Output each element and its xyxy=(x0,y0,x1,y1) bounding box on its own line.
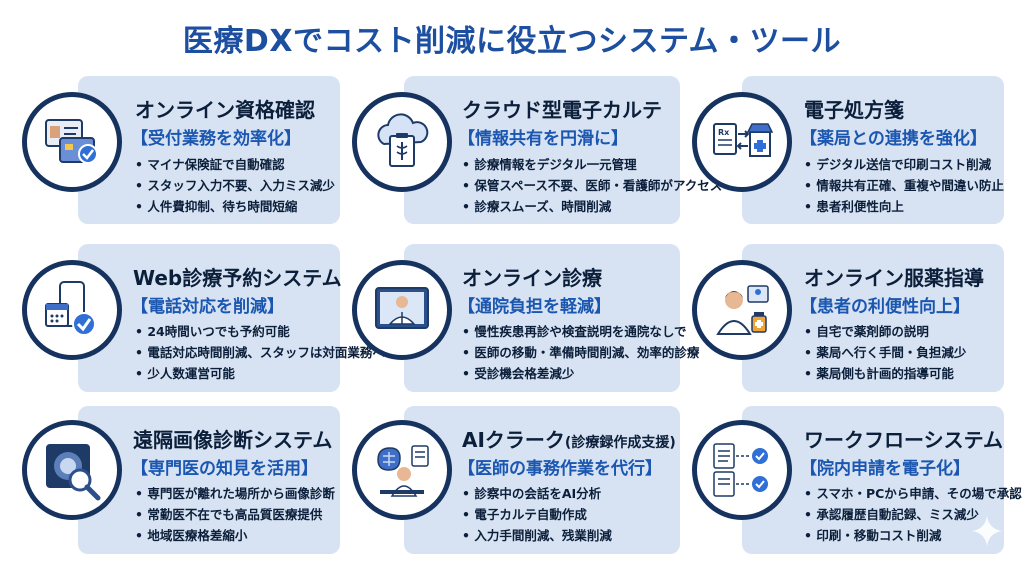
pharmacist-icon xyxy=(716,285,769,335)
card-icon-circle xyxy=(352,260,452,360)
bullet-item: 受診機会格差減少 xyxy=(462,363,699,384)
card-title-main: AIクラーク xyxy=(462,428,565,452)
card-title: クラウド型電子カルテ xyxy=(462,98,662,122)
bullet-item: 電子カルテ自動作成 xyxy=(462,504,612,525)
card-subtitle: 【受付業務を効率化】 xyxy=(131,129,301,149)
card-bullets: 診療情報をデジタル一元管理 保管スペース不要、医師・看護師がアクセス 診療スムー… xyxy=(462,154,722,217)
card-subtitle: 【医師の事務作業を代行】 xyxy=(458,459,662,479)
card-title: ワークフローシステム xyxy=(804,428,1003,452)
bullet-item: 診察中の会話をAI分析 xyxy=(462,483,612,504)
svg-text:Rx: Rx xyxy=(718,128,730,137)
card-icon-circle xyxy=(692,420,792,520)
card-bullets: マイナ保険証で自動確認 スタッフ入力不要、入力ミス減少 人件費抑制、待ち時間短縮 xyxy=(135,154,335,217)
bullet-item: スタッフ入力不要、入力ミス減少 xyxy=(135,175,335,196)
bullet-item: スマホ・PCから申請、その場で承認 xyxy=(804,483,1021,504)
bullet-item: 保管スペース不要、医師・看護師がアクセス xyxy=(462,175,722,196)
bullet-item: 専門医が離れた場所から画像診断 xyxy=(135,483,335,504)
bullet-item: 診療情報をデジタル一元管理 xyxy=(462,154,722,175)
bullet-item: 入力手間削減、残業削減 xyxy=(462,525,612,546)
id-card-check-icon xyxy=(45,119,98,164)
card-subtitle: 【患者の利便性向上】 xyxy=(800,297,970,317)
card-title: AIクラーク(診療録作成支援) xyxy=(462,424,676,453)
card-icon-circle xyxy=(22,260,122,360)
bullet-item: 人件費抑制、待ち時間短縮 xyxy=(135,196,335,217)
scan-magnifier-icon xyxy=(46,444,101,501)
bullet-item: 薬局側も計画的指導可能 xyxy=(804,363,966,384)
card-bullets: 診察中の会話をAI分析 電子カルテ自動作成 入力手間削減、残業削減 xyxy=(462,483,612,546)
sparkle-icon xyxy=(972,516,1002,546)
card-icon-circle xyxy=(352,420,452,520)
bullet-item: 電話対応時間削減、スタッフは対面業務へ xyxy=(135,342,385,363)
card-bullets: デジタル送信で印刷コスト削減 情報共有正確、重複や間違い防止 患者利便性向上 xyxy=(804,154,1004,217)
page-title: 医療DXでコスト削減に役立つシステム・ツール xyxy=(182,24,842,59)
workflow-documents-icon xyxy=(713,443,768,497)
cloud-medical-record-icon xyxy=(377,113,429,167)
video-doctor-icon xyxy=(375,287,429,329)
card-subtitle: 【情報共有を円滑に】 xyxy=(458,129,628,149)
card-bullets: スマホ・PCから申請、その場で承認 承認履歴自動記録、ミス減少 印刷・移動コスト… xyxy=(804,483,1022,546)
card-title: 電子処方箋 xyxy=(804,98,904,122)
card-bullets: 自宅で薬剤師の説明 薬局へ行く手間・負担減少 薬局側も計画的指導可能 xyxy=(804,321,966,384)
card-icon-circle xyxy=(352,92,452,192)
card-subtitle: 【薬局との連携を強化】 xyxy=(800,129,987,149)
bullet-item: デジタル送信で印刷コスト削減 xyxy=(804,154,1004,175)
card-bullets: 慢性疾患再診や検査説明を通院なしで 医師の移動・準備時間削減、効率的診療 受診機… xyxy=(462,321,699,384)
ai-brain-doctor-icon xyxy=(377,445,429,497)
bullet-item: 情報共有正確、重複や間違い防止 xyxy=(804,175,1004,196)
card-bullets: 専門医が離れた場所から画像診断 常勤医不在でも高品質医療提供 地域医療格差縮小 xyxy=(135,483,335,546)
card-subtitle: 【専門医の知見を活用】 xyxy=(131,459,318,479)
card-title-note: (診療録作成支援) xyxy=(564,435,676,451)
card-title: オンライン資格確認 xyxy=(135,98,315,122)
bullet-item: 24時間いつでも予約可能 xyxy=(135,321,385,342)
bullet-item: 医師の移動・準備時間削減、効率的診療 xyxy=(462,342,699,363)
card-icon-circle: Rx xyxy=(692,92,792,192)
bullet-item: 常勤医不在でも高品質医療提供 xyxy=(135,504,335,525)
card-title: Web診療予約システム xyxy=(133,266,342,290)
card-subtitle: 【電話対応を削減】 xyxy=(131,297,284,317)
card-subtitle: 【通院負担を軽減】 xyxy=(458,297,611,317)
card-icon-circle xyxy=(22,420,122,520)
bullet-item: 地域医療格差縮小 xyxy=(135,525,335,546)
bullet-item: 少人数運営可能 xyxy=(135,363,385,384)
card-subtitle: 【院内申請を電子化】 xyxy=(800,459,970,479)
card-title: オンライン診療 xyxy=(462,266,602,290)
bullet-item: 診療スムーズ、時間削減 xyxy=(462,196,722,217)
card-icon-circle xyxy=(692,260,792,360)
card-title: オンライン服薬指導 xyxy=(804,266,984,290)
prescription-pharmacy-icon: Rx xyxy=(713,123,774,157)
phone-calendar-check-icon xyxy=(45,281,96,336)
bullet-item: マイナ保険証で自動確認 xyxy=(135,154,335,175)
card-title: 遠隔画像診断システム xyxy=(133,428,333,452)
bullet-item: 承認履歴自動記録、ミス減少 xyxy=(804,504,1022,525)
card-icon-circle xyxy=(22,92,122,192)
bullet-item: 患者利便性向上 xyxy=(804,196,1004,217)
bullet-item: 慢性疾患再診や検査説明を通院なしで xyxy=(462,321,699,342)
card-bullets: 24時間いつでも予約可能 電話対応時間削減、スタッフは対面業務へ 少人数運営可能 xyxy=(135,321,385,384)
bullet-item: 薬局へ行く手間・負担減少 xyxy=(804,342,966,363)
bullet-item: 自宅で薬剤師の説明 xyxy=(804,321,966,342)
bullet-item: 印刷・移動コスト削減 xyxy=(804,525,1022,546)
